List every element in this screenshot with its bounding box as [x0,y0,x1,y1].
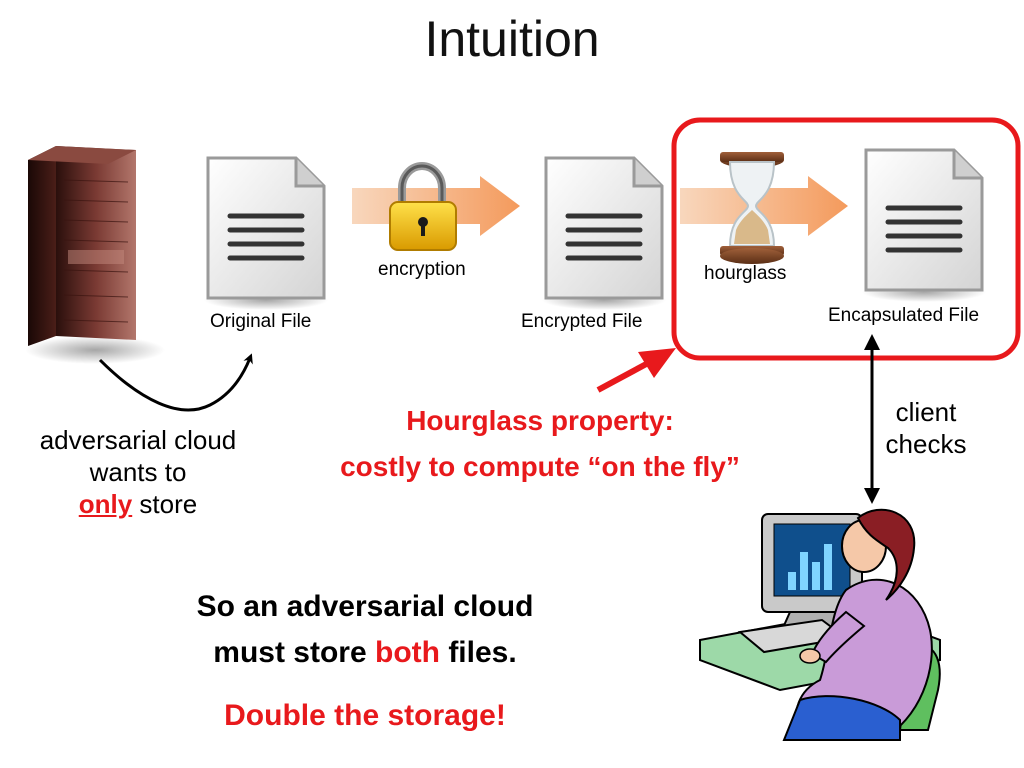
conclusion-line-2: must store both files. [140,630,590,676]
conclusion-line-2-post: files. [439,636,517,669]
store-curve-arrow [98,353,253,412]
slide-title: Intuition [424,11,600,67]
hourglass-icon [720,152,784,264]
padlock-icon [389,162,457,251]
client-checks-text: client checks [868,396,984,460]
server-icon [25,146,165,364]
conclusion-text: So an adversarial cloud must store both … [140,584,590,676]
double-storage-text: Double the storage! [224,699,506,732]
encapsulated-file-label: Encapsulated File [828,305,980,326]
encryption-label: encryption [378,259,466,280]
encrypted-file-label: Encrypted File [521,311,643,332]
cloud-line-1: adversarial cloud [39,425,237,455]
document-icon [542,156,666,310]
only-emphasis: only [78,489,133,519]
callout-arrow [596,348,676,393]
hourglass-label: hourglass [704,263,787,284]
person-at-computer-icon [699,508,941,741]
client-line-2: checks [885,429,967,459]
adversarial-cloud-text: adversarial cloud wants to only store [10,424,266,520]
cloud-line-2: wants to [89,457,187,487]
conclusion-line-1: So an adversarial cloud [196,590,534,623]
callout-line-2: costly to compute “on the fly” [340,451,740,482]
client-line-1: client [895,397,957,427]
document-icon [204,156,328,310]
document-icon [862,148,986,302]
callout-line-1: Hourglass property: [406,405,674,436]
original-file-label: Original File [210,311,312,332]
conclusion-line-2-pre: must store [213,636,376,669]
client-check-arrow [864,334,880,504]
cloud-line-3-rest: store [132,489,198,519]
encapsulation-box [671,117,1021,361]
hourglass-arrow [680,176,848,236]
hourglass-property-callout: Hourglass property: costly to compute “o… [270,398,810,490]
both-emphasis: both [375,636,440,669]
cloud-line-3: only store [10,488,266,520]
